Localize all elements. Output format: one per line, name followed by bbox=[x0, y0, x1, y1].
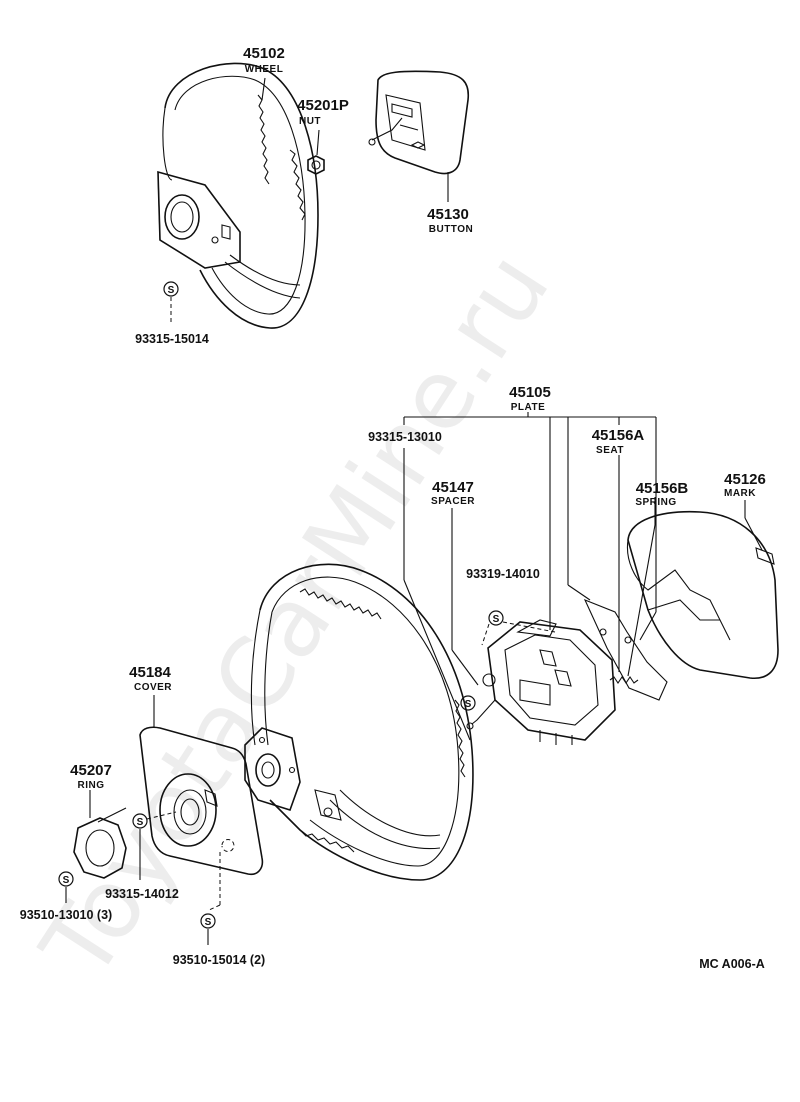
svg-text:S: S bbox=[168, 285, 175, 296]
lower-steering-wheel-drawing bbox=[244, 563, 474, 881]
standard-part-number-4: 93315-14012 bbox=[105, 887, 179, 901]
part-name-plate: PLATE bbox=[511, 402, 546, 413]
cover-drawing bbox=[139, 726, 264, 876]
part-number-spacer: 45147 bbox=[432, 479, 474, 496]
svg-text:S: S bbox=[205, 917, 212, 928]
standard-part-symbol-1: S bbox=[163, 281, 179, 325]
part-number-plate: 45105 bbox=[509, 384, 551, 401]
part-name-cover: COVER bbox=[134, 682, 172, 693]
diagram-code: MC A006-A bbox=[699, 957, 765, 971]
part-number-spring: 45156B bbox=[636, 480, 689, 497]
standard-part-symbol-6: S bbox=[200, 852, 221, 945]
part-number-button: 45130 bbox=[427, 206, 469, 223]
part-name-nut: NUT bbox=[299, 116, 321, 127]
part-name-button: BUTTON bbox=[429, 224, 473, 235]
pad-cover-drawing bbox=[626, 510, 779, 679]
standard-part-number-6: 93510-15014 (2) bbox=[173, 953, 265, 967]
svg-text:S: S bbox=[137, 817, 144, 828]
part-name-mark: MARK bbox=[724, 488, 756, 499]
part-number-ring: 45207 bbox=[70, 762, 112, 779]
watermark: ToyotaCarMine.ru bbox=[20, 233, 571, 998]
standard-part-number-5: 93510-13010 (3) bbox=[20, 908, 112, 922]
nut-drawing bbox=[307, 129, 325, 175]
standard-part-number-2: 93315-13010 bbox=[368, 430, 442, 444]
part-name-spacer: SPACER bbox=[431, 496, 475, 507]
part-name-spring: SPRING bbox=[635, 497, 676, 508]
svg-text:S: S bbox=[465, 699, 472, 710]
standard-part-symbol-3: S bbox=[481, 610, 556, 646]
part-number-seat: 45156A bbox=[592, 427, 645, 444]
standard-part-symbol-4: S bbox=[132, 811, 177, 880]
plate-assembly-drawing bbox=[466, 598, 668, 745]
part-name-ring: RING bbox=[78, 780, 105, 791]
svg-text:S: S bbox=[63, 875, 70, 886]
standard-part-number-3: 93319-14010 bbox=[466, 567, 540, 581]
part-number-cover: 45184 bbox=[129, 664, 171, 681]
standard-part-number-1: 93315-15014 bbox=[135, 332, 209, 346]
svg-text:S: S bbox=[493, 614, 500, 625]
upper-steering-wheel-drawing bbox=[157, 62, 319, 329]
part-name-wheel: WHEEL bbox=[245, 64, 284, 75]
button-drawing bbox=[368, 70, 470, 202]
part-number-nut: 45201P bbox=[297, 97, 349, 114]
part-number-mark: 45126 bbox=[724, 471, 766, 488]
part-name-seat: SEAT bbox=[596, 445, 624, 456]
standard-part-symbol-5: S bbox=[58, 871, 74, 903]
ring-drawing bbox=[73, 790, 127, 879]
part-number-wheel: 45102 bbox=[243, 45, 285, 62]
